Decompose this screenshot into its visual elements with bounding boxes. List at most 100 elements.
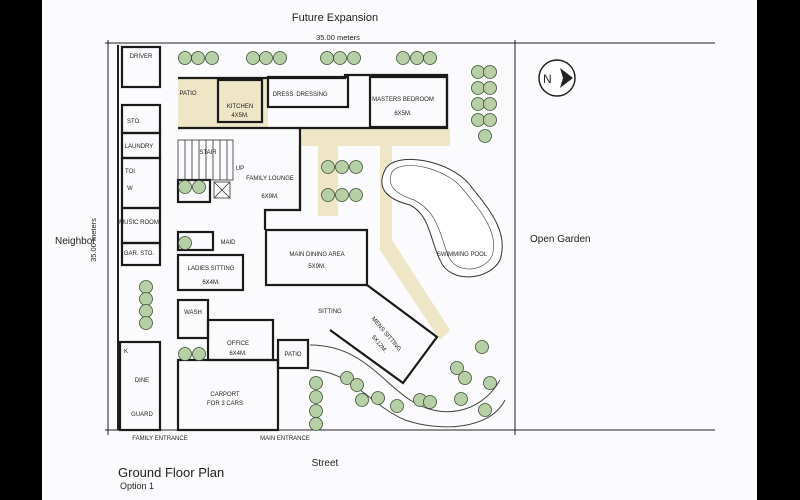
tree-icon: [475, 340, 489, 354]
tree-icon: [178, 51, 192, 65]
curved-walkway: [309, 344, 501, 413]
north-label: N: [543, 72, 552, 86]
tree-icon: [483, 113, 497, 127]
tree-icon: [478, 403, 492, 417]
room-kitchen-size: 4X5M.: [231, 113, 249, 119]
tree-icon: [450, 361, 464, 375]
room-laundry: LAUNDRY: [125, 144, 154, 150]
room-labels: DRIVER STO. LAUNDRY TOI W MUSIC ROOM GAR…: [119, 54, 488, 442]
trees: [139, 51, 497, 431]
tree-icon: [321, 160, 335, 174]
tree-icon: [371, 391, 385, 405]
room-wash: WASH: [184, 310, 202, 316]
room-family: FAMILY LOUNGE: [246, 176, 294, 182]
tree-icon: [340, 371, 354, 385]
room-gar-sto: GAR. STO.: [124, 251, 155, 257]
room-ladies: LADIES SITTING: [188, 266, 235, 272]
tree-icon: [471, 81, 485, 95]
tree-icon: [471, 113, 485, 127]
tree-icon: [471, 97, 485, 111]
tree-icon: [139, 280, 153, 294]
tree-icon: [192, 347, 206, 361]
tree-icon: [350, 378, 364, 392]
north-compass: N: [538, 59, 576, 97]
tree-icon: [458, 371, 472, 385]
room-dining: MAIN DINING AREA: [289, 252, 344, 258]
tree-icon: [349, 160, 363, 174]
tree-icon: [396, 51, 410, 65]
tree-icon: [321, 188, 335, 202]
tree-icon: [273, 51, 287, 65]
stair: [177, 139, 234, 199]
tree-icon: [259, 51, 273, 65]
room-office-size: 6X4M.: [229, 351, 247, 357]
tree-icon: [191, 51, 205, 65]
tree-icon: [483, 376, 497, 390]
room-w: W: [127, 186, 133, 192]
tree-icon: [309, 376, 323, 390]
room-music: MUSIC ROOM: [119, 220, 159, 226]
plan-title: Ground Floor Plan: [118, 465, 224, 480]
room-office: OFFICE: [227, 341, 249, 347]
bottom-label: Street: [312, 458, 339, 469]
tree-icon: [423, 395, 437, 409]
tree-icon: [483, 97, 497, 111]
room-driver: DRIVER: [130, 54, 153, 60]
room-maid: MAID: [221, 240, 237, 246]
tree-icon: [309, 390, 323, 404]
room-k: K: [124, 349, 128, 355]
tree-icon: [483, 81, 497, 95]
tree-icon: [178, 236, 192, 250]
right-label: Open Garden: [530, 234, 591, 245]
tree-icon: [423, 51, 437, 65]
room-patio-front: PATIO: [284, 352, 301, 358]
tree-icon: [347, 51, 361, 65]
room-dress: DRESS: [273, 92, 294, 98]
tree-icon: [333, 51, 347, 65]
room-pool: SWIMMING POOL: [437, 252, 488, 258]
top-label: Future Expansion: [292, 12, 378, 24]
tree-icon: [454, 392, 468, 406]
tree-icon: [309, 417, 323, 431]
tree-icon: [471, 65, 485, 79]
tree-icon: [478, 129, 492, 143]
tree-icon: [483, 65, 497, 79]
tree-icon: [178, 180, 192, 194]
room-toi: TOI: [125, 169, 135, 175]
room-dressing: DRESSING: [296, 92, 328, 98]
room-sitting: SITTING: [318, 309, 342, 315]
room-up: UP: [236, 166, 244, 172]
tree-icon: [320, 51, 334, 65]
room-stair: STAIR: [199, 150, 217, 156]
width-dimension: 35.00 meters: [316, 33, 360, 42]
tree-icon: [178, 347, 192, 361]
service-wing: [118, 45, 162, 432]
tree-icon: [246, 51, 260, 65]
swimming-pool: [381, 158, 503, 278]
room-carport: CARPORT: [210, 392, 240, 398]
tree-icon: [205, 51, 219, 65]
tree-icon: [390, 399, 404, 413]
room-patio-top: PATIO: [179, 91, 196, 97]
tree-icon: [139, 292, 153, 306]
room-dine: DINE: [135, 378, 149, 384]
tree-icon: [335, 160, 349, 174]
room-sto: STO.: [127, 119, 141, 125]
tree-icon: [309, 404, 323, 418]
tree-icon: [410, 51, 424, 65]
left-label: Neighbor: [55, 236, 96, 247]
tree-icon: [355, 393, 369, 407]
room-masters-size: 6X5M.: [394, 111, 412, 117]
main-entrance: MAIN ENTRANCE: [260, 436, 310, 442]
tree-icon: [139, 304, 153, 318]
tree-icon: [335, 188, 349, 202]
tree-icon: [192, 180, 206, 194]
room-ladies-size: 6X4M.: [202, 280, 220, 286]
room-masters: MASTERS BEDROOM: [372, 97, 434, 103]
family-entrance: FAMILY ENTRANCE: [132, 436, 187, 442]
room-dining-size: 5X9M.: [308, 264, 326, 270]
tree-icon: [349, 188, 363, 202]
pool-inner: [390, 165, 494, 270]
